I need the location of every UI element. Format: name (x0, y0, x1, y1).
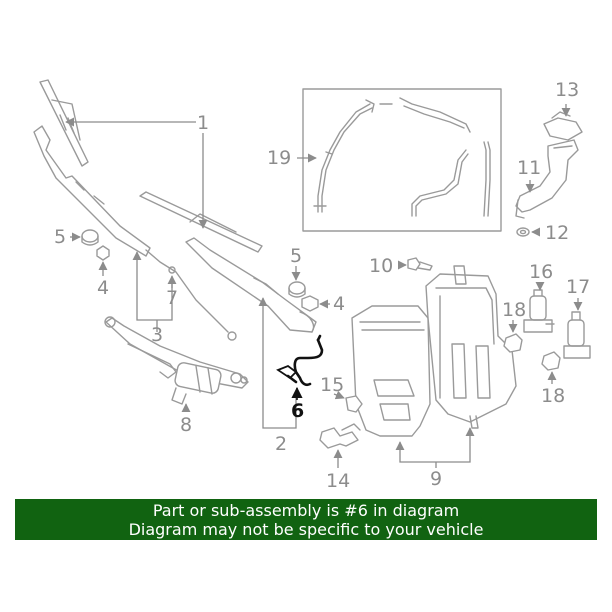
callout-18-right: 18 (541, 385, 565, 407)
callout-1: 1 (197, 112, 209, 134)
washer-hose-part-6 (276, 334, 324, 387)
callout-8: 8 (180, 414, 192, 436)
callout-2: 2 (275, 433, 287, 455)
hose-kit-inset (302, 88, 502, 232)
callout-16: 16 (529, 261, 553, 283)
banner-line-1: Part or sub-assembly is #6 in diagram (152, 501, 460, 520)
leader-lines (65, 104, 583, 468)
callout-7: 7 (166, 287, 178, 309)
callout-12: 12 (545, 222, 569, 244)
callout-11: 11 (517, 157, 541, 179)
bolt (407, 257, 433, 271)
banner-line-2: Diagram may not be specific to your vehi… (128, 520, 484, 539)
callout-14: 14 (326, 470, 350, 492)
pump-grommet-right (541, 351, 561, 371)
nut-cap-right (288, 281, 319, 312)
callout-17: 17 (566, 276, 590, 298)
callout-13: 13 (555, 79, 579, 101)
callout-10: 10 (369, 255, 393, 277)
callout-3: 3 (151, 324, 163, 346)
wiper-linkage-motor (104, 316, 249, 405)
filler-neck (515, 139, 579, 219)
callout-labels: 1 2 3 4 4 5 5 6 7 8 9 10 11 12 13 14 15 … (54, 79, 590, 492)
wiper-blade-driver (39, 79, 89, 167)
level-sensor (319, 423, 361, 449)
callout-18-left: 18 (502, 299, 526, 321)
washer-pump-rear (563, 311, 591, 359)
seal-ring (516, 227, 530, 237)
part-info-banner: Part or sub-assembly is #6 in diagram Di… (15, 499, 597, 540)
wiper-blade-passenger (139, 191, 263, 253)
callout-19: 19 (267, 147, 291, 169)
wiper-arm-driver (33, 125, 237, 341)
nut-cap-left (81, 229, 110, 261)
callout-5-left: 5 (54, 226, 66, 248)
filler-cap (543, 111, 583, 141)
wiper-arm-passenger (185, 237, 317, 333)
pump-grommet-left (503, 333, 523, 353)
callout-9: 9 (430, 468, 442, 490)
clip-fastener (345, 395, 363, 413)
callout-4-left: 4 (97, 277, 109, 299)
washer-reservoir (351, 265, 517, 437)
callout-15: 15 (320, 374, 344, 396)
callout-5-right: 5 (290, 245, 302, 267)
washer-pump-front (523, 289, 555, 333)
callout-4-right: 4 (333, 293, 345, 315)
callout-6: 6 (291, 400, 304, 422)
